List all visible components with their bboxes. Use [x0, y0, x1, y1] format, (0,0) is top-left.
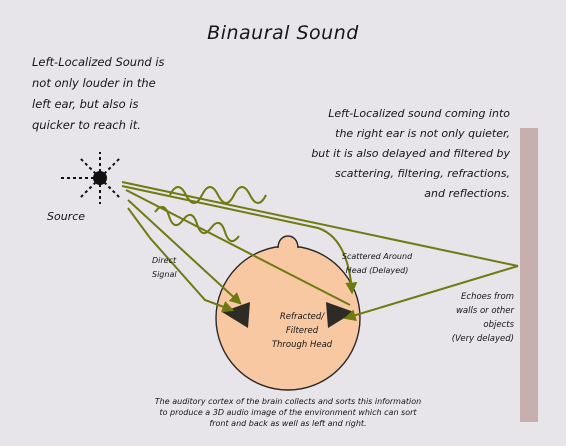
right-note-line: and reflections.	[248, 184, 510, 204]
left-localized-note: Left-Localized Sound is not only louder …	[32, 52, 212, 136]
right-note-line: scattering, filtering, refractions,	[248, 164, 510, 184]
left-note-line: left ear, but also is	[32, 94, 212, 115]
nose	[278, 236, 298, 248]
footer-line: The auditory cortex of the brain collect…	[112, 396, 464, 407]
right-note-line: the right ear is not only quieter,	[248, 124, 510, 144]
scattered-label-line: Head (Delayed)	[322, 264, 432, 278]
direct-label-line: Signal	[152, 268, 177, 282]
refracted-label-line: Through Head	[254, 338, 350, 352]
right-note-line: but it is also delayed and filtered by	[248, 144, 510, 164]
refracted-label-line: Refracted/	[254, 310, 350, 324]
source-dot	[93, 171, 107, 185]
left-note-line: Left-Localized Sound is	[32, 52, 212, 73]
scattered-label-line: Scattered Around	[322, 250, 432, 264]
echoes-label-line: (Very delayed)	[432, 332, 514, 346]
refracted-label-line: Filtered	[254, 324, 350, 338]
echoes-label: Echoes from walls or other objects (Very…	[432, 290, 514, 346]
direct-label-line: Direct	[152, 254, 177, 268]
right-note-line: Left-Localized sound coming into	[248, 104, 510, 124]
diagram-title: Binaural Sound	[0, 22, 566, 44]
footer-line: front and back as well as left and right…	[112, 418, 464, 429]
direct-signal-label: Direct Signal	[152, 254, 177, 282]
wall	[520, 128, 538, 422]
left-note-line: quicker to reach it.	[32, 115, 212, 136]
direct-path	[128, 200, 240, 303]
echoes-label-line: Echoes from	[432, 290, 514, 304]
footer-line: to produce a 3D audio image of the envir…	[112, 407, 464, 418]
echoes-label-line: objects	[432, 318, 514, 332]
scattered-label: Scattered Around Head (Delayed)	[322, 250, 432, 278]
refracted-label: Refracted/ Filtered Through Head	[254, 310, 350, 352]
sound-source	[60, 152, 120, 204]
echoes-label-line: walls or other	[432, 304, 514, 318]
right-ear-note: Left-Localized sound coming into the rig…	[248, 104, 510, 204]
left-note-line: not only louder in the	[32, 73, 212, 94]
auditory-cortex-caption: The auditory cortex of the brain collect…	[112, 396, 464, 429]
source-label: Source	[47, 210, 85, 223]
